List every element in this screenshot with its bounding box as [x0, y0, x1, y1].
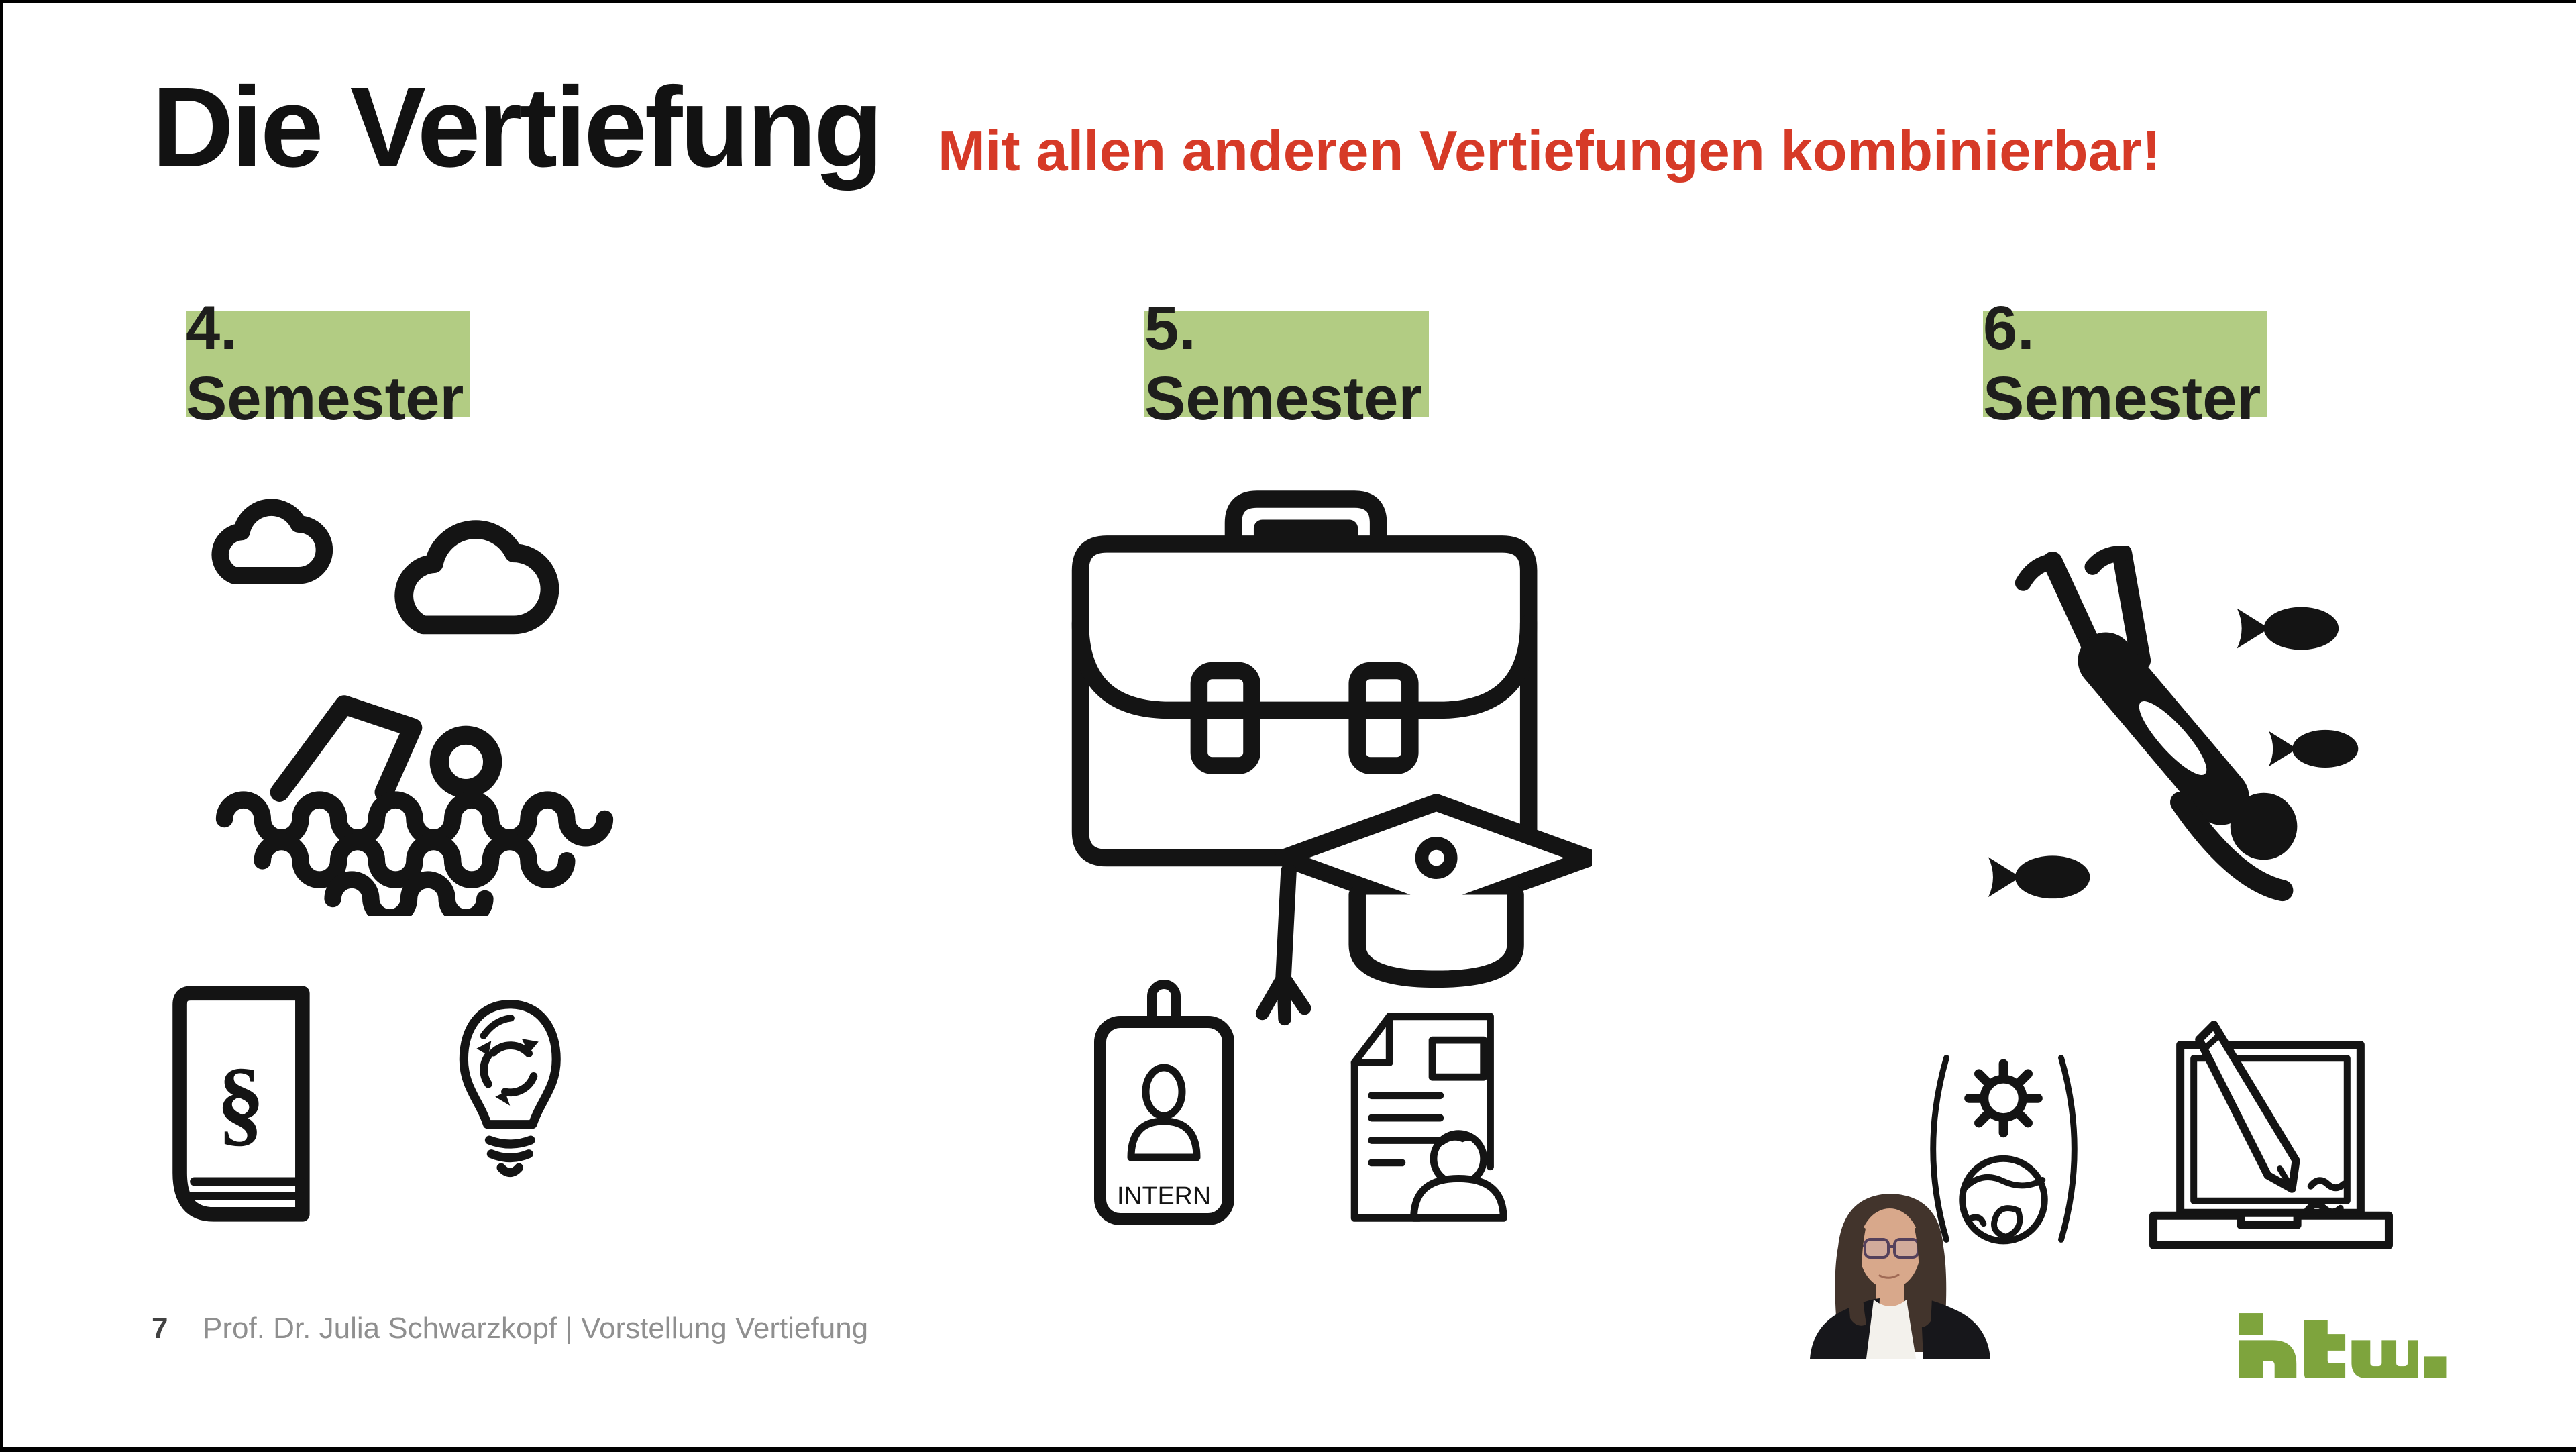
paragraph-symbol: § [217, 1049, 265, 1155]
intern-badge-text: INTERN [1117, 1182, 1211, 1210]
letterbox-left [0, 0, 3, 1452]
semester-6-label: 6. Semester [1983, 294, 2267, 433]
webcam-presenter [1810, 1194, 1990, 1359]
gear-globe-icon [1930, 1055, 2078, 1245]
cv-document-icon [1350, 1013, 1507, 1222]
laptop-writing-icon [2149, 1021, 2393, 1249]
law-book-icon: § [172, 986, 310, 1222]
semester-5-label: 5. Semester [1144, 294, 1429, 433]
slide-title: Die Vertiefung [152, 64, 883, 191]
letterbox-bottom [0, 1447, 2576, 1452]
slide-subtitle: Mit allen anderen Vertiefungen kombinier… [938, 119, 2161, 183]
footer-credit: Prof. Dr. Julia Schwarzkopf | Vorstellun… [203, 1312, 869, 1345]
intern-badge-icon: INTERN [1094, 980, 1234, 1225]
page-number: 7 [152, 1312, 168, 1345]
recycle-lightbulb-icon [459, 1000, 561, 1178]
briefcase-graduation-cap-icon [1071, 490, 1592, 1026]
letterbox-top [0, 0, 2576, 3]
semester-4-label: 4. Semester [186, 294, 470, 433]
scuba-diver-fish-icon [1988, 546, 2359, 902]
htw-logo [2239, 1313, 2447, 1378]
presentation-slide: Die Vertiefung Mit allen anderen Vertief… [3, 3, 2576, 1447]
swimmer-open-water-icon [211, 499, 614, 916]
